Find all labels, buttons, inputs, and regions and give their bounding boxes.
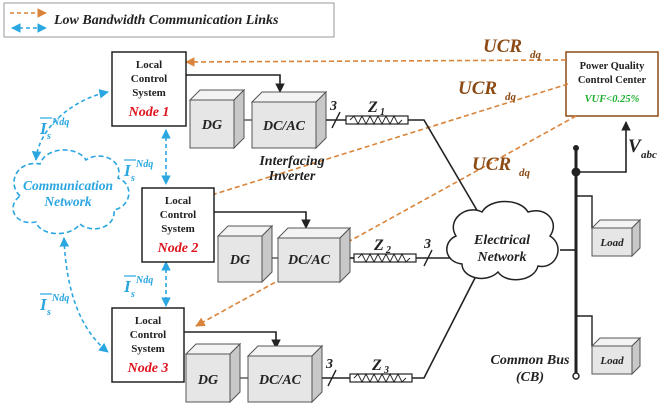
ucr-main: UCR [472, 154, 511, 175]
electrical-network-label-1: Electrical [473, 233, 530, 248]
current-sub: s [130, 173, 135, 184]
z-sub: 1 [380, 107, 385, 118]
comm-link-node1 [31, 89, 109, 161]
communication-network-cloud: Communication Network [12, 149, 130, 235]
z-main: Z [373, 237, 384, 254]
dcac-label: DC/AC [262, 119, 306, 134]
ucr-sub: dq [530, 49, 542, 61]
current-label-3: I s Ndq [123, 275, 153, 300]
load-label: Load [599, 237, 624, 249]
node-label: Node 2 [157, 241, 199, 256]
node-label: Node 3 [127, 361, 169, 376]
node-label: Node 1 [128, 105, 170, 120]
current-sub: s [46, 131, 51, 142]
ucr-main: UCR [483, 36, 522, 57]
lcs-line3: System [131, 343, 165, 355]
ucr-link-node3 [195, 115, 577, 327]
local-control-box [141, 187, 215, 263]
electrical-network-label-2: Network [477, 250, 527, 265]
lcs-line2: Control [160, 209, 196, 221]
electrical-network-cloud: Electrical Network [446, 200, 559, 281]
dg-label: DG [197, 373, 218, 388]
common-bus: V abc Common Bus (CB) [491, 121, 657, 385]
current-label-2: I s Ndq [123, 159, 153, 184]
lcs-line3: System [161, 223, 195, 235]
dg-box: DG [184, 342, 242, 404]
local-control-box [111, 307, 185, 383]
dg-label: DG [229, 253, 250, 268]
local-control-box [111, 51, 187, 127]
node-1: Local Control System Node 1 DG DC/AC 3 Z… [111, 51, 479, 213]
z-sub: 2 [385, 245, 391, 256]
load-1: Load [576, 195, 642, 258]
current-i: I [123, 161, 132, 180]
common-bus-label-2: (CB) [516, 370, 544, 385]
legend: Low Bandwidth Communication Links [3, 2, 335, 38]
phase-count: 3 [423, 237, 431, 252]
vabc-sub: abc [641, 149, 657, 161]
dg-box: DG [216, 224, 274, 284]
z-main: Z [371, 357, 382, 374]
current-sub: s [130, 289, 135, 300]
control-center-title-1: Power Quality [580, 61, 646, 72]
dcac-box: DC/AC [250, 90, 328, 150]
load-2: Load [576, 315, 642, 376]
ucr-link-node1 [185, 57, 567, 67]
ucr-sub: dq [505, 91, 517, 103]
vabc-label: V abc [628, 136, 657, 161]
comm-network-label-2: Network [43, 194, 92, 209]
ucr-main: UCR [458, 78, 497, 99]
dcac-label: DC/AC [287, 253, 331, 268]
impedance-z1: Z 1 [345, 99, 409, 126]
lcs-line2: Control [131, 73, 167, 85]
load-label: Load [599, 355, 624, 367]
lcs-line1: Local [135, 315, 161, 327]
z-sub: 3 [383, 365, 389, 376]
impedance-z2: Z 2 [353, 237, 417, 264]
current-label-1: I s Ndq [39, 117, 69, 142]
current-i: I [39, 295, 48, 314]
current-label-4: I s Ndq [39, 293, 69, 318]
lcs-line1: Local [165, 195, 191, 207]
dg-label: DG [201, 118, 222, 133]
node-2: Local Control System Node 2 DG DC/AC Z 2… [141, 187, 452, 284]
vuf-value: VUF<0.25% [585, 94, 640, 105]
dg-box: DG [188, 88, 246, 150]
vabc-main: V [628, 136, 642, 157]
phase-count: 3 [329, 99, 337, 114]
phase-count: 3 [325, 357, 333, 372]
control-center-box: Power Quality Control Center VUF<0.25% [565, 51, 659, 117]
dcac-label: DC/AC [258, 373, 302, 388]
common-bus-label-1: Common Bus [491, 353, 571, 368]
lcs-line2: Control [130, 329, 166, 341]
control-center-title-2: Control Center [578, 75, 647, 86]
ucr-links [185, 57, 577, 327]
interfacing-label-1: Interfacing [258, 154, 324, 169]
comm-link-node3 [59, 237, 109, 353]
blue-comm-links [31, 89, 171, 353]
comm-network-label-1: Communication [23, 178, 113, 193]
current-sub: s [46, 307, 51, 318]
impedance-z3: Z 3 [349, 357, 413, 384]
current-i: I [39, 119, 48, 138]
ucr-sub: dq [519, 167, 531, 179]
lcs-line1: Local [136, 59, 162, 71]
ucr-label-3: UCR dq [472, 154, 531, 179]
z-main: Z [367, 99, 378, 116]
ucr-label-2: UCR dq [458, 78, 517, 103]
current-sup: Ndq [51, 293, 69, 304]
current-sup: Ndq [135, 159, 153, 170]
dcac-box: DC/AC [246, 344, 324, 404]
current-sup: Ndq [135, 275, 153, 286]
node-3: Local Control System Node 3 DG DC/AC 3 Z… [111, 275, 477, 404]
current-i: I [123, 277, 132, 296]
ucr-label-1: UCR dq [483, 36, 542, 61]
interfacing-label-2: Inverter [268, 169, 316, 184]
legend-label: Low Bandwidth Communication Links [53, 13, 279, 28]
current-sup: Ndq [51, 117, 69, 128]
lcs-line3: System [132, 87, 166, 99]
dcac-box: DC/AC [276, 226, 352, 284]
